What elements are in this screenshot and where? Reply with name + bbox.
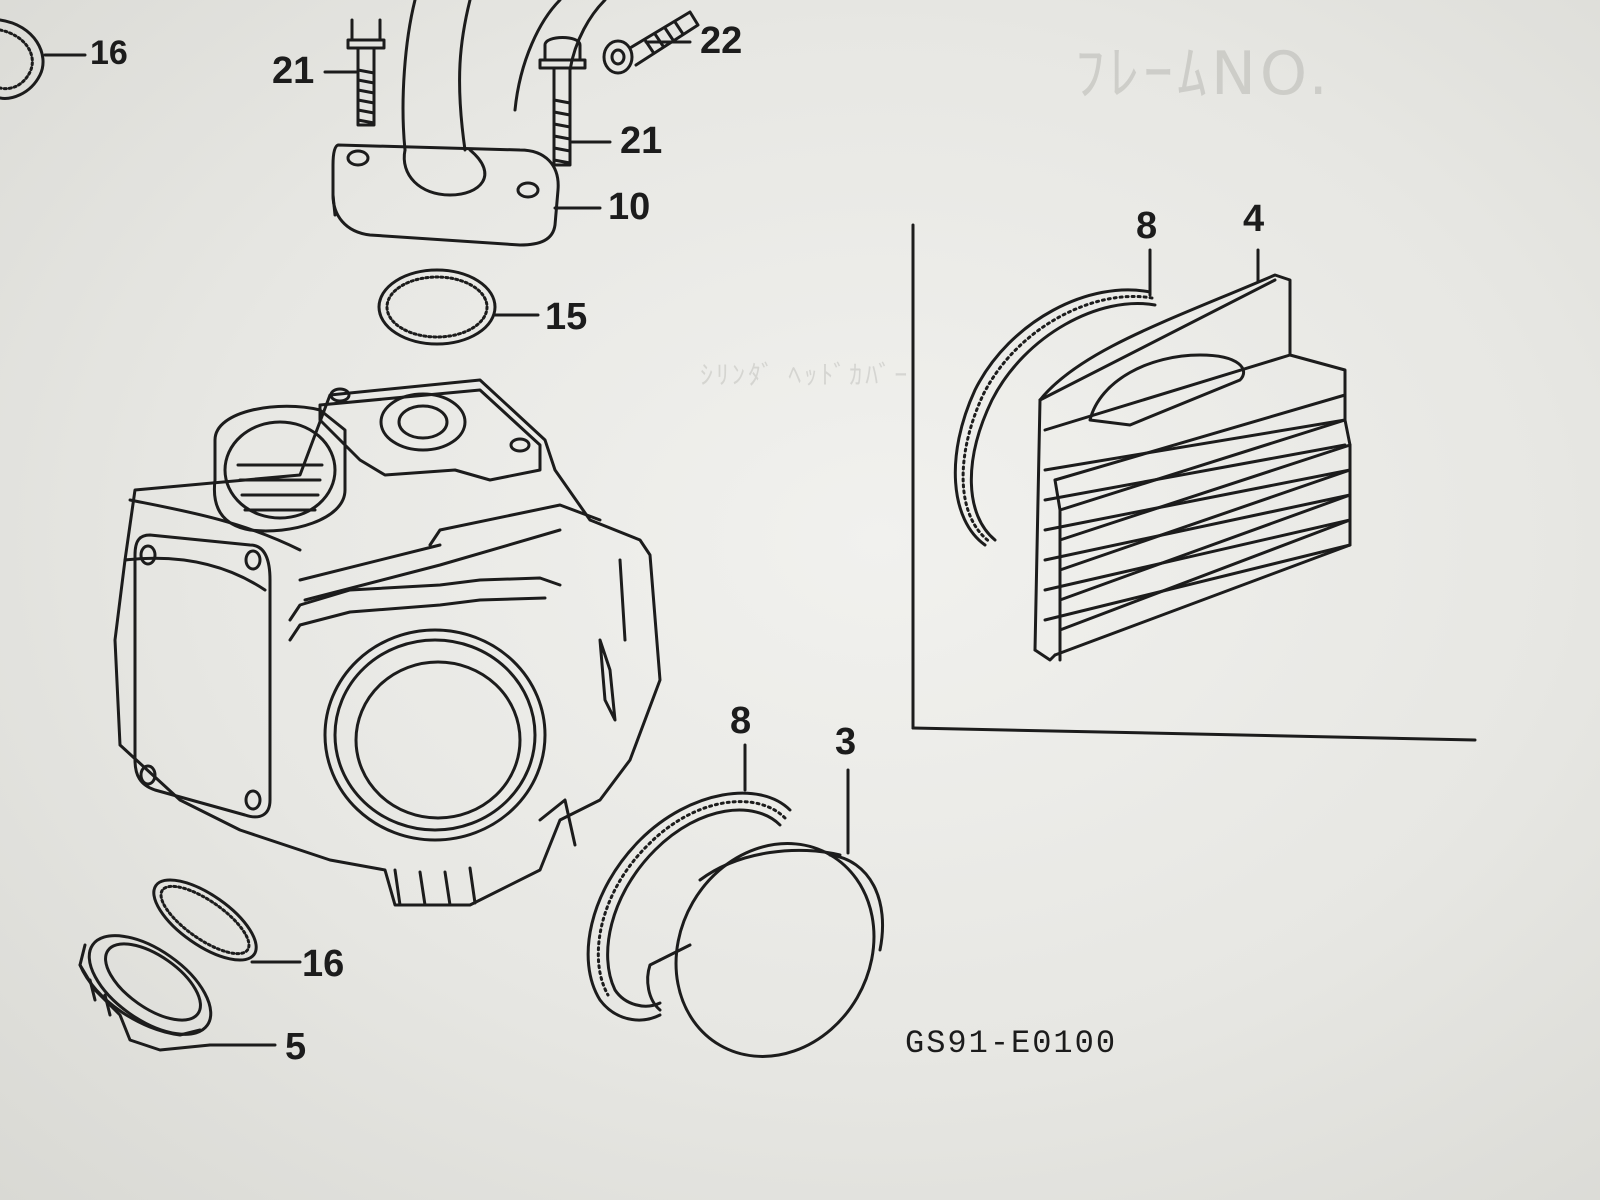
bleed-through-reference-text: ﾌﾚｰﾑNO. [1075, 39, 1332, 109]
callout-10: 10 [608, 186, 651, 228]
callout-16-top: 16 [90, 34, 128, 72]
callout-8-bottom: 8 [730, 700, 752, 742]
plug-5 [78, 934, 213, 1052]
drawing-code: GS91-E0100 [905, 1025, 1118, 1062]
callout-3: 3 [835, 721, 857, 763]
bolt-21-right [538, 36, 587, 167]
callout-16-bottom: 16 [302, 943, 345, 985]
inset-frame [911, 223, 1477, 742]
callout-15: 15 [545, 296, 588, 338]
callout-21-left: 21 [272, 50, 315, 92]
callout-22: 22 [700, 20, 743, 62]
callout-4: 4 [1243, 198, 1265, 240]
cap-3 [646, 842, 885, 1058]
bolt-21-left [346, 18, 386, 127]
o-ring-16-bottom [152, 878, 258, 962]
callout-8-inset: 8 [1136, 205, 1158, 247]
callout-21-right: 21 [620, 120, 663, 162]
o-ring-16-top [0, 18, 45, 100]
intake-pipe-10 [331, 0, 607, 247]
callout-5: 5 [285, 1026, 307, 1068]
inset-gasket-8 [953, 288, 1157, 547]
inset-head-cover-4 [1033, 273, 1352, 662]
bleed-through-part-name: ｼﾘﾝﾀﾞ ﾍｯﾄﾞｶﾊﾞｰ [700, 361, 911, 391]
cylinder-head [113, 378, 662, 907]
gasket-15 [377, 268, 497, 346]
gasket-8-bottom [586, 791, 792, 1022]
bolt-22 [602, 10, 700, 75]
